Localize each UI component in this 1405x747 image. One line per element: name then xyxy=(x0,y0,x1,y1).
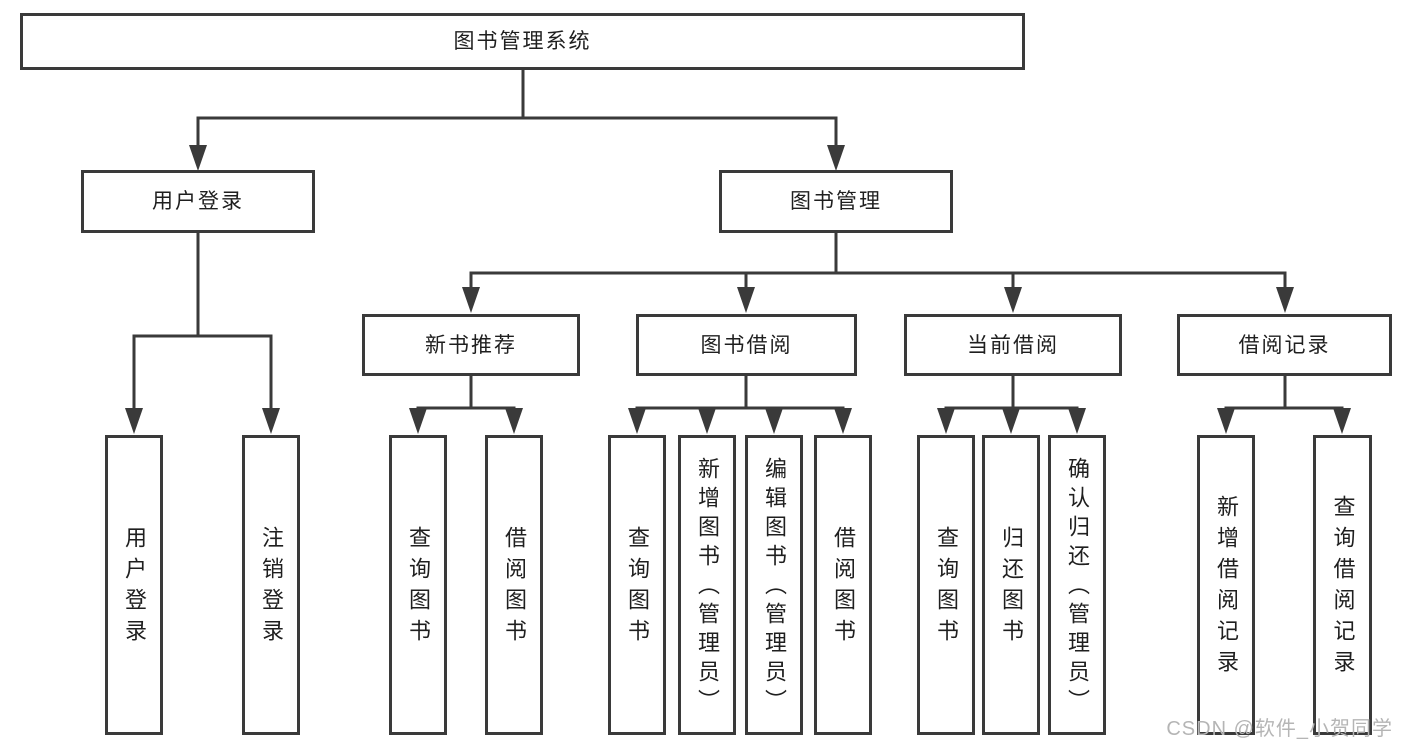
leaf-current-query-books: 查询图书 xyxy=(917,435,975,735)
leaf-current-return-books: 归还图书 xyxy=(982,435,1040,735)
leaf-borrow-borrow-books: 借阅图书 xyxy=(814,435,872,735)
leaf-borrow-edit-books-admin: 编辑图书（管理员） xyxy=(745,435,803,735)
node-book-management: 图书管理 xyxy=(719,170,953,233)
node-borrowing-records: 借阅记录 xyxy=(1177,314,1392,376)
leaf-current-confirm-return-admin: 确认归还（管理员） xyxy=(1048,435,1106,735)
leaf-recommend-borrow-books: 借阅图书 xyxy=(485,435,543,735)
node-user-login: 用户登录 xyxy=(81,170,315,233)
leaf-records-add-borrow-record: 新增借阅记录 xyxy=(1197,435,1255,735)
node-library-management-system: 图书管理系统 xyxy=(20,13,1025,70)
leaf-recommend-query-books: 查询图书 xyxy=(389,435,447,735)
node-current-borrowing: 当前借阅 xyxy=(904,314,1122,376)
leaf-user-login: 用户登录 xyxy=(105,435,163,735)
node-new-book-recommendation: 新书推荐 xyxy=(362,314,580,376)
leaf-records-query-borrow-record: 查询借阅记录 xyxy=(1313,435,1372,735)
leaf-logout-login: 注销登录 xyxy=(242,435,300,735)
node-book-borrowing: 图书借阅 xyxy=(636,314,857,376)
csdn-watermark: CSDN @软件_小贺同学 xyxy=(1166,718,1393,740)
leaf-borrow-query-books: 查询图书 xyxy=(608,435,666,735)
leaf-borrow-add-books-admin: 新增图书（管理员） xyxy=(678,435,736,735)
